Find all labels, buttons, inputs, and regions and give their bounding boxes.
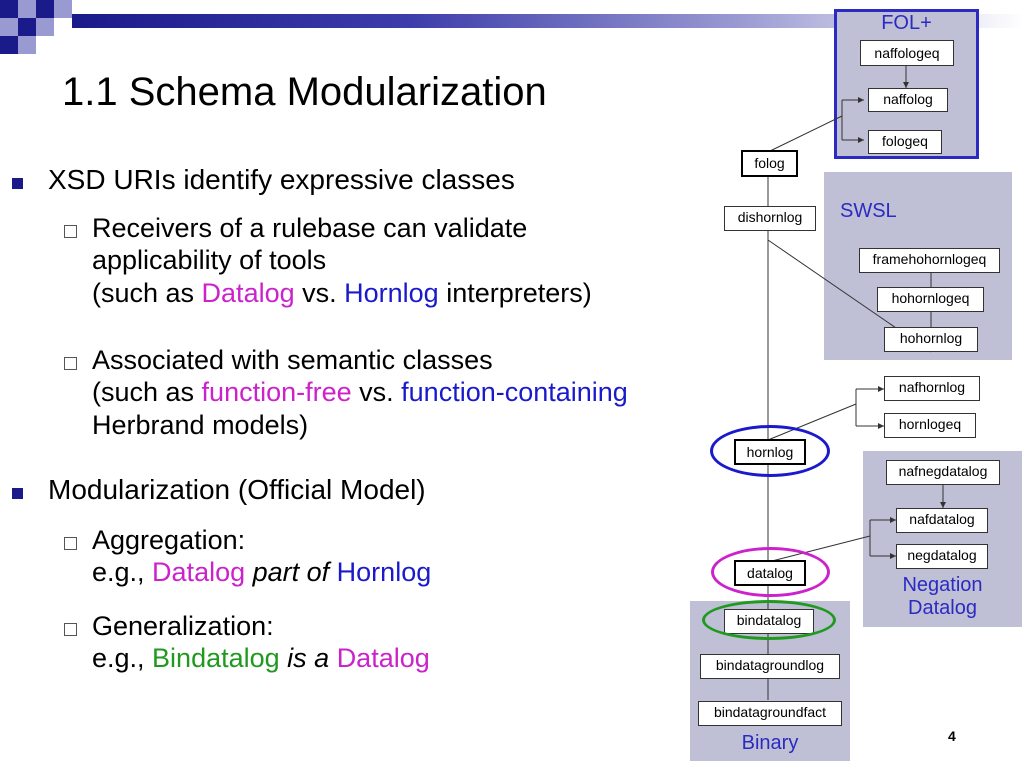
text-line: Associated with semantic classes	[92, 345, 493, 375]
sub-bullet-generalization: Generalization: e.g., Bindatalog is a Da…	[92, 610, 430, 675]
text-line: e.g., Bindatalog is a Datalog	[92, 642, 430, 674]
node-hohornlog: hohornlog	[884, 327, 978, 352]
connector-line	[767, 115, 843, 153]
arrowhead	[940, 502, 946, 508]
arrowhead	[858, 137, 864, 143]
arrowhead	[878, 423, 884, 429]
negation-datalog-label: Negation Datalog	[863, 574, 1022, 620]
bindatalog-term: Bindatalog	[152, 643, 280, 674]
decor-square	[54, 0, 72, 18]
bullet-square-icon	[12, 178, 23, 189]
decor-square	[36, 18, 54, 36]
slide-title: 1.1 Schema Modularization	[62, 70, 547, 114]
decor-square	[0, 36, 18, 54]
text-run: interpreters)	[438, 277, 592, 308]
bullet-square-icon	[12, 488, 23, 499]
decor-square	[0, 18, 18, 36]
text-line: e.g., Datalog part of Hornlog	[92, 556, 431, 588]
sub-bullet-box-icon	[64, 225, 77, 238]
hornlog-term: Hornlog	[336, 557, 432, 588]
text-line: (such as function-free vs. function-cont…	[92, 376, 628, 408]
text-run: vs.	[351, 377, 402, 408]
arrowhead	[858, 97, 864, 103]
sub-bullet-semantic-classes: Associated with semantic classes (such a…	[92, 344, 628, 441]
hornlog-term: Hornlog	[344, 277, 439, 308]
text-run: vs.	[294, 277, 345, 308]
decor-square	[36, 0, 54, 18]
sub-bullet-box-icon	[64, 537, 77, 550]
bullet-modularization: Modularization (Official Model)	[48, 474, 426, 505]
arrowhead	[878, 386, 884, 392]
datalog-term: Datalog	[201, 277, 295, 308]
function-containing-term: function-containing	[401, 377, 628, 408]
node-fologeq: fologeq	[868, 130, 942, 154]
node-framehohornlogeq: framehohornlogeq	[859, 248, 1000, 273]
decor-square	[18, 0, 36, 18]
node-naffologeq: naffologeq	[860, 40, 954, 66]
binary-label: Binary	[741, 732, 799, 754]
text-line: Receivers of a rulebase can validate	[92, 213, 528, 243]
function-free-term: function-free	[201, 377, 352, 408]
sub-bullet-receivers: Receivers of a rulebase can validate app…	[92, 212, 592, 309]
hornlog-highlight-ellipse	[710, 425, 830, 477]
node-dishornlog: dishornlog	[724, 206, 816, 231]
text-line: (such as Datalog vs. Hornlog interpreter…	[92, 277, 592, 309]
datalog-term: Datalog	[152, 557, 246, 588]
datalog-term: Datalog	[336, 643, 430, 674]
decor-square	[0, 0, 18, 18]
decor-square	[18, 36, 36, 54]
text-run: (such as	[92, 377, 202, 408]
sub-bullet-box-icon	[64, 623, 77, 636]
node-naffolog: naffolog	[868, 88, 948, 112]
text-run: (such as	[92, 277, 202, 308]
node-bindatagroundfact: bindatagroundfact	[698, 701, 842, 726]
bullet-xsd-uris: XSD URIs identify expressive classes	[48, 164, 515, 195]
label-line: Datalog	[908, 597, 977, 619]
text-run: part of	[245, 557, 337, 588]
text-run: is a	[279, 643, 337, 674]
node-nafdatalog: nafdatalog	[896, 508, 988, 533]
text-run: e.g.,	[92, 643, 153, 674]
node-negdatalog: negdatalog	[896, 544, 988, 569]
node-hornlogeq: hornlogeq	[884, 413, 976, 438]
swsl-label: SWSL	[840, 200, 897, 222]
text-run: e.g.,	[92, 557, 153, 588]
node-hohornlogeq: hohornlogeq	[877, 287, 984, 312]
bindatalog-highlight-ellipse	[702, 600, 836, 640]
text-line: Herbrand models)	[92, 409, 309, 440]
sub-bullet-box-icon	[64, 357, 77, 370]
arrowhead	[903, 82, 909, 88]
node-folog: folog	[741, 150, 798, 177]
arrowhead	[890, 517, 896, 523]
page-number: 4	[948, 728, 956, 744]
arrowhead	[890, 553, 896, 559]
text-line: applicability of tools	[92, 245, 327, 276]
header-gradient-bar	[72, 14, 1024, 28]
sub-bullet-aggregation: Aggregation: e.g., Datalog part of Hornl…	[92, 524, 431, 589]
node-bindatagroundlog: bindatagroundlog	[700, 654, 840, 679]
datalog-highlight-ellipse	[711, 547, 830, 597]
fol-label: FOL+	[881, 12, 932, 34]
text-line: Aggregation:	[92, 525, 246, 555]
decor-square	[18, 18, 36, 36]
label-line: Negation	[902, 574, 983, 596]
text-line: Generalization:	[92, 611, 274, 641]
node-nafnegdatalog: nafnegdatalog	[886, 460, 1000, 485]
node-nafhornlog: nafhornlog	[884, 376, 980, 401]
